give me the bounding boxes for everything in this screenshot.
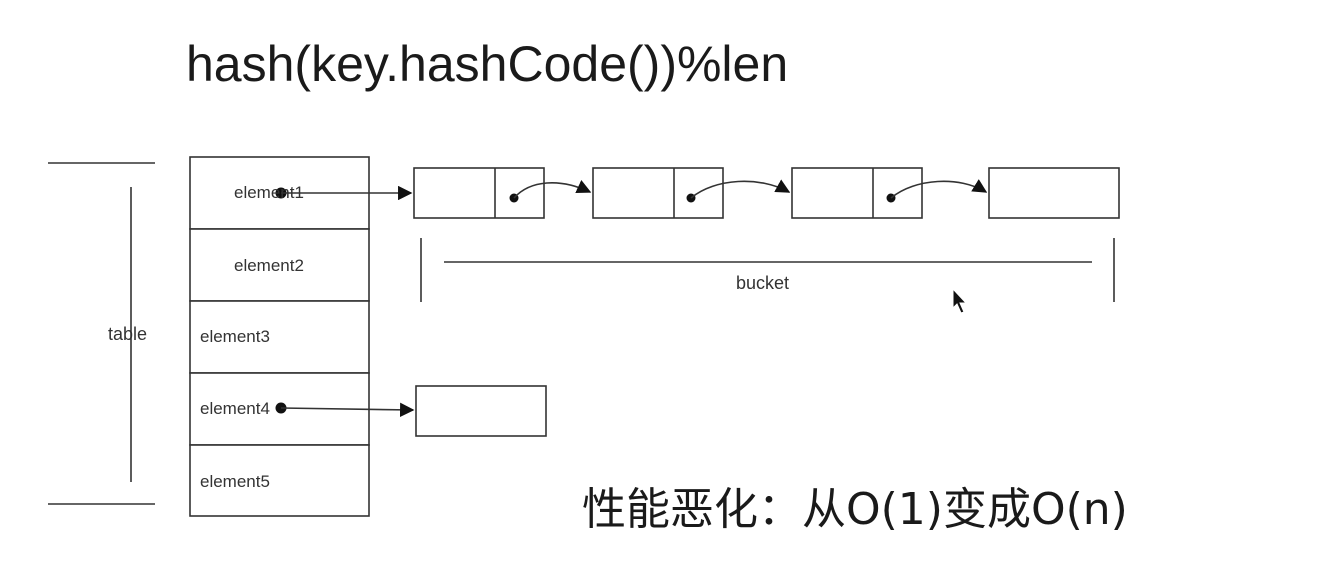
bucket-linked-list xyxy=(413,167,1120,219)
table-label: table xyxy=(108,324,148,344)
list-node-4 xyxy=(988,167,1120,219)
bucket-label: bucket xyxy=(736,273,790,293)
table-cell-5 xyxy=(189,444,370,517)
arrow-node3-to-node4 xyxy=(890,179,988,199)
table-element-4-label: element4 xyxy=(200,399,270,418)
arrow-element4-to-node xyxy=(280,402,415,418)
table-element-5-label: element5 xyxy=(200,472,270,491)
list-node-3 xyxy=(791,167,923,219)
list-node-element4 xyxy=(415,385,547,437)
table-cell-3 xyxy=(189,300,370,374)
table-element-3-label: element3 xyxy=(200,327,270,346)
list-node-1 xyxy=(413,167,545,219)
mouse-cursor-icon xyxy=(952,287,968,314)
performance-caption: 性能恶化：从O(1)变成O(n) xyxy=(582,484,1128,535)
arrow-node2-to-node3 xyxy=(690,179,791,199)
table-element-2-label: element2 xyxy=(234,256,304,275)
table-dimension-bracket xyxy=(48,162,155,505)
list-node-2 xyxy=(592,167,724,219)
table-cell-2 xyxy=(189,228,370,302)
hash-formula: hash(key.hashCode())%len xyxy=(186,36,789,92)
bucket-dimension-bracket xyxy=(420,238,1115,302)
arrow-node1-to-node2 xyxy=(513,179,592,199)
table-element-1-label: element1 xyxy=(234,183,304,202)
